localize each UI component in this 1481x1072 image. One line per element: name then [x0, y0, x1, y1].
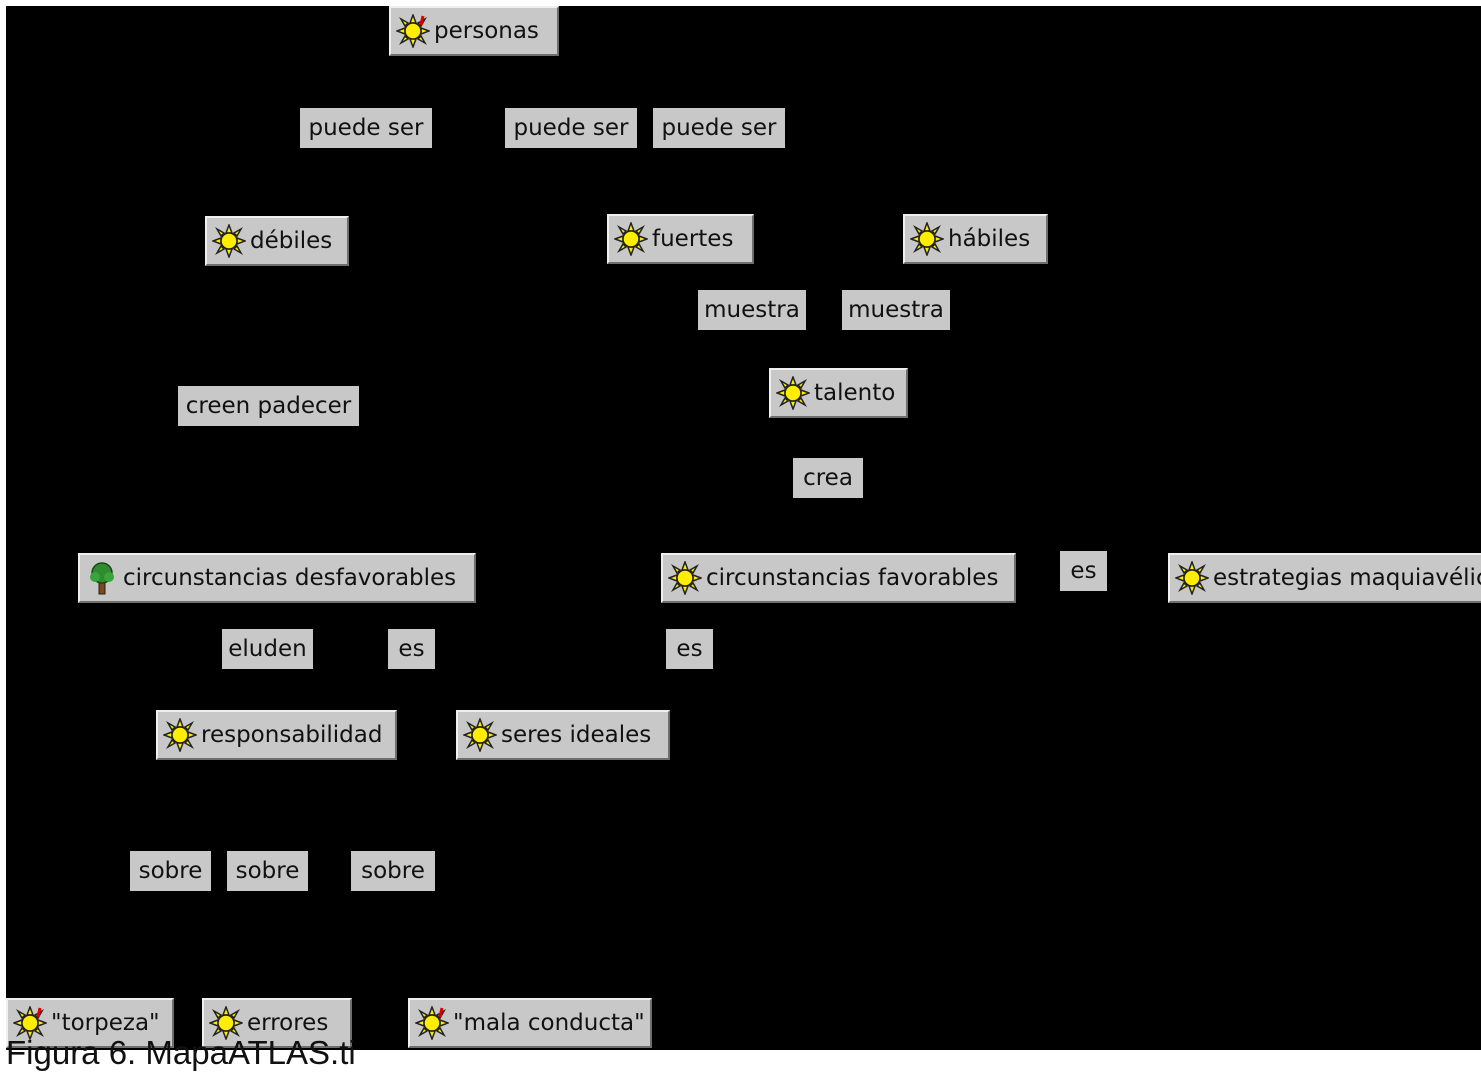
figure-caption: Figura 6. MapaATLAS.ti — [6, 1036, 356, 1071]
node-estrategias-maquiavelicas[interactable]: estrategias maquiavélicas — [1168, 553, 1481, 603]
link-muestra-1[interactable]: muestra — [698, 290, 806, 330]
link-muestra-2[interactable]: muestra — [842, 290, 950, 330]
node-talento[interactable]: talento — [769, 368, 908, 418]
sun-icon — [415, 1006, 449, 1040]
link-sobre-3[interactable]: sobre — [351, 851, 435, 891]
link-es-3[interactable]: es — [666, 629, 713, 669]
sun-icon — [396, 14, 430, 48]
node-label: débiles — [250, 228, 333, 254]
node-label: "torpeza" — [51, 1010, 160, 1036]
node-torpeza[interactable]: "torpeza" — [6, 998, 174, 1048]
node-errores[interactable]: errores — [202, 998, 352, 1048]
node-habiles[interactable]: hábiles — [903, 214, 1048, 264]
link-creen-padecer[interactable]: creen padecer — [178, 386, 359, 426]
node-circunstancias-favorables[interactable]: circunstancias favorables — [661, 553, 1016, 603]
node-label: "mala conducta" — [453, 1010, 645, 1036]
node-responsabilidad[interactable]: responsabilidad — [156, 710, 397, 760]
link-es-2[interactable]: es — [388, 629, 435, 669]
node-personas[interactable]: personas — [389, 6, 559, 56]
sun-icon — [1175, 561, 1209, 595]
node-label: circunstancias favorables — [706, 565, 999, 591]
link-crea[interactable]: crea — [793, 458, 863, 498]
node-circunstancias-desfavorables[interactable]: circunstancias desfavorables — [78, 553, 476, 603]
sun-icon — [463, 718, 497, 752]
sun-icon — [910, 222, 944, 256]
concept-map-canvas: personas débiles fuertes hábiles talento… — [6, 6, 1481, 1050]
node-fuertes[interactable]: fuertes — [607, 214, 754, 264]
link-puede-ser-1[interactable]: puede ser — [300, 108, 432, 148]
node-label: errores — [247, 1010, 329, 1036]
node-label: circunstancias desfavorables — [123, 565, 457, 591]
node-mala-conducta[interactable]: "mala conducta" — [408, 998, 652, 1048]
sun-icon — [13, 1006, 47, 1040]
node-label: fuertes — [652, 226, 734, 252]
link-puede-ser-3[interactable]: puede ser — [653, 108, 785, 148]
link-es-1[interactable]: es — [1060, 551, 1107, 591]
sun-icon — [614, 222, 648, 256]
link-puede-ser-2[interactable]: puede ser — [505, 108, 637, 148]
sun-icon — [209, 1006, 243, 1040]
link-eluden[interactable]: eluden — [222, 629, 313, 669]
node-label: estrategias maquiavélicas — [1213, 565, 1481, 591]
tree-icon — [89, 562, 115, 595]
node-label: responsabilidad — [201, 722, 383, 748]
sun-icon — [668, 561, 702, 595]
node-label: hábiles — [948, 226, 1031, 252]
node-label: seres ideales — [501, 722, 652, 748]
link-sobre-1[interactable]: sobre — [130, 851, 211, 891]
sun-icon — [776, 376, 810, 410]
link-sobre-2[interactable]: sobre — [227, 851, 308, 891]
sun-icon — [163, 718, 197, 752]
node-debiles[interactable]: débiles — [205, 216, 349, 266]
sun-icon — [212, 224, 246, 258]
node-label: talento — [814, 380, 896, 406]
node-label: personas — [434, 18, 539, 44]
node-seres-ideales[interactable]: seres ideales — [456, 710, 670, 760]
